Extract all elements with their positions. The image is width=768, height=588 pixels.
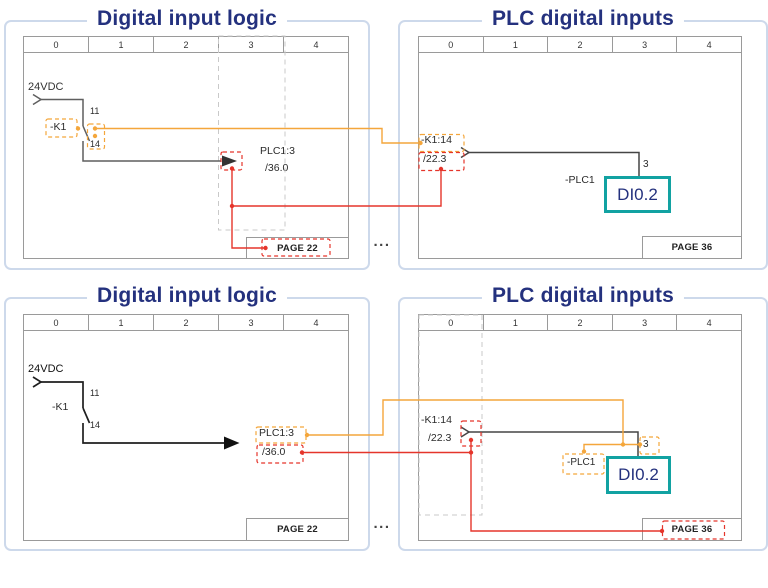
column-header: 1 [89, 315, 154, 330]
column-header: 2 [154, 37, 219, 52]
column-header: 3 [219, 37, 284, 52]
column-header: 1 [484, 315, 549, 330]
target-page-label: /36.0 [265, 162, 289, 174]
source-contact-label: -K1:14 [421, 414, 452, 426]
panel-title: Digital input logic [87, 284, 287, 308]
column-header: 1 [89, 37, 154, 52]
column-header: 3 [613, 37, 678, 52]
column-header: 0 [24, 37, 89, 52]
column-header-row: 0 1 2 3 4 [419, 315, 741, 331]
column-header: 2 [548, 37, 613, 52]
panel-title: Digital input logic [87, 7, 287, 31]
column-header: 3 [613, 315, 678, 330]
supply-label: 24VDC [28, 363, 64, 375]
page-reference-box: PAGE 36 [642, 236, 742, 259]
terminal-label: 14 [90, 139, 101, 149]
plc-input-tag-box: DI0.2 [604, 176, 671, 213]
source-contact-label: -K1:14 [421, 134, 452, 146]
plc-name-label: -PLC1 [565, 174, 595, 186]
target-device-label: PLC1:3 [260, 145, 296, 157]
column-header: 4 [706, 39, 712, 50]
continuation-dots: ... [373, 515, 391, 532]
page-reference-box: PAGE 22 [246, 518, 349, 541]
column-header: 4 [706, 317, 712, 328]
panel-title: PLC digital inputs [481, 284, 685, 308]
continuation-dots: ... [373, 233, 391, 250]
column-header-row: 0 1 2 3 4 [419, 37, 741, 53]
plc-input-tag-box: DI0.2 [606, 456, 671, 494]
supply-label: 24VDC [28, 81, 64, 93]
target-page-label: /36.0 [262, 446, 286, 458]
column-header: 3 [219, 315, 284, 330]
column-header: 0 [419, 37, 484, 52]
terminal-label: 14 [90, 420, 101, 430]
schematic-frame-bottom-left: 0 1 2 3 4 [23, 314, 349, 541]
column-header-row: 0 1 2 3 4 [24, 37, 348, 53]
schematic-frame-bottom-right: 0 1 2 3 4 [418, 314, 742, 541]
source-page-label: /22.3 [423, 153, 447, 165]
schematic-frame-top-left: 0 1 2 3 4 [23, 36, 349, 259]
column-header: 4 [313, 317, 319, 328]
terminal-label: 3 [643, 439, 649, 450]
terminal-label: 11 [90, 388, 100, 398]
source-page-label: /22.3 [428, 432, 452, 444]
plc-name-label: -PLC1 [567, 457, 596, 468]
target-device-label: PLC1:3 [259, 427, 295, 439]
column-header: 4 [313, 39, 319, 50]
terminal-label: 3 [643, 159, 649, 170]
column-header: 2 [548, 315, 613, 330]
schematic-frame-top-right: 0 1 2 3 4 [418, 36, 742, 259]
contact-name-label: -K1 [52, 401, 69, 413]
column-header: 0 [419, 315, 484, 330]
contact-name-label: -K1 [50, 121, 67, 133]
column-header: 2 [154, 315, 219, 330]
terminal-label: 11 [90, 106, 100, 116]
column-header: 0 [24, 315, 89, 330]
page-reference-box: PAGE 22 [246, 237, 349, 259]
page-reference-box: PAGE 36 [642, 518, 742, 541]
column-header: 1 [484, 37, 549, 52]
panel-title: PLC digital inputs [481, 7, 685, 31]
column-header-row: 0 1 2 3 4 [24, 315, 348, 331]
